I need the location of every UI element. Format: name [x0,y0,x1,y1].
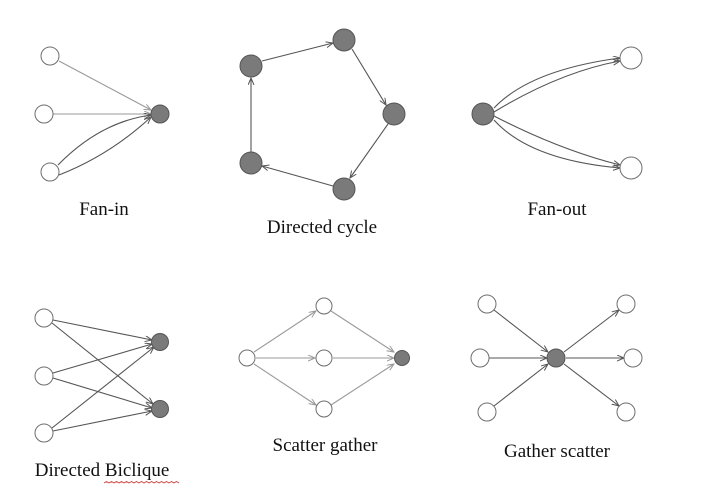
edge [330,310,394,352]
edge [52,377,152,408]
node-empty [315,400,333,418]
panel-gather-scatter: Gather scatter [470,294,643,462]
node-empty [619,46,643,70]
node-empty [623,348,643,368]
edge [262,166,334,187]
caption-gather-scatter: Gather scatter [504,441,611,462]
edge [253,311,316,353]
node-empty [619,156,643,180]
caption-fan-in: Fan-in [79,199,129,220]
node-empty [34,423,54,443]
edge [57,115,151,166]
edge [253,363,316,405]
node-filled [332,177,356,201]
caption-scatter-gather: Scatter gather [273,435,379,456]
node-empty [315,349,333,367]
edge [563,310,619,353]
node-empty [470,348,490,368]
caption-fan-out: Fan-out [527,199,587,220]
edge [493,61,620,113]
spellcheck-underline [103,480,180,484]
node-empty [34,366,54,386]
node-empty [315,297,333,315]
edge [350,123,389,178]
edge [51,322,153,404]
node-filled [332,28,356,52]
node-filled [394,350,410,366]
edge [58,117,151,176]
node-filled [546,348,566,368]
node-empty [238,349,256,367]
node-filled [151,400,169,418]
node-empty [477,402,497,422]
panel-scatter-gather: Scatter gather [238,297,410,456]
panel-fan-in: Fan-in [34,46,170,220]
edge [493,115,620,165]
edge [52,319,152,340]
edge [51,347,154,429]
edge [351,48,386,105]
node-empty [34,104,54,124]
node-filled [239,151,263,175]
edge [52,344,152,374]
edge [330,364,394,406]
node-filled [471,102,495,126]
edge [52,411,152,432]
edge [261,43,333,62]
edge [493,309,548,352]
edge [493,58,620,109]
edge [58,60,151,110]
edge [493,119,620,168]
node-empty [616,294,636,314]
node-empty [40,162,60,182]
node-filled [151,333,169,351]
edge [493,364,548,407]
node-filled [239,54,263,78]
node-filled [382,102,406,126]
panel-directed-cycle: Directed cycle [239,28,406,238]
node-empty [616,402,636,422]
panel-directed-biclique: Directed Biclique [34,308,180,484]
node-empty [40,46,60,66]
node-filled [150,104,170,124]
caption-directed-biclique: Directed Biclique [35,460,170,481]
panel-fan-out: Fan-out [471,46,643,220]
node-empty [34,308,54,328]
caption-directed-cycle: Directed cycle [267,217,377,238]
edge [563,363,619,406]
node-empty [477,294,497,314]
